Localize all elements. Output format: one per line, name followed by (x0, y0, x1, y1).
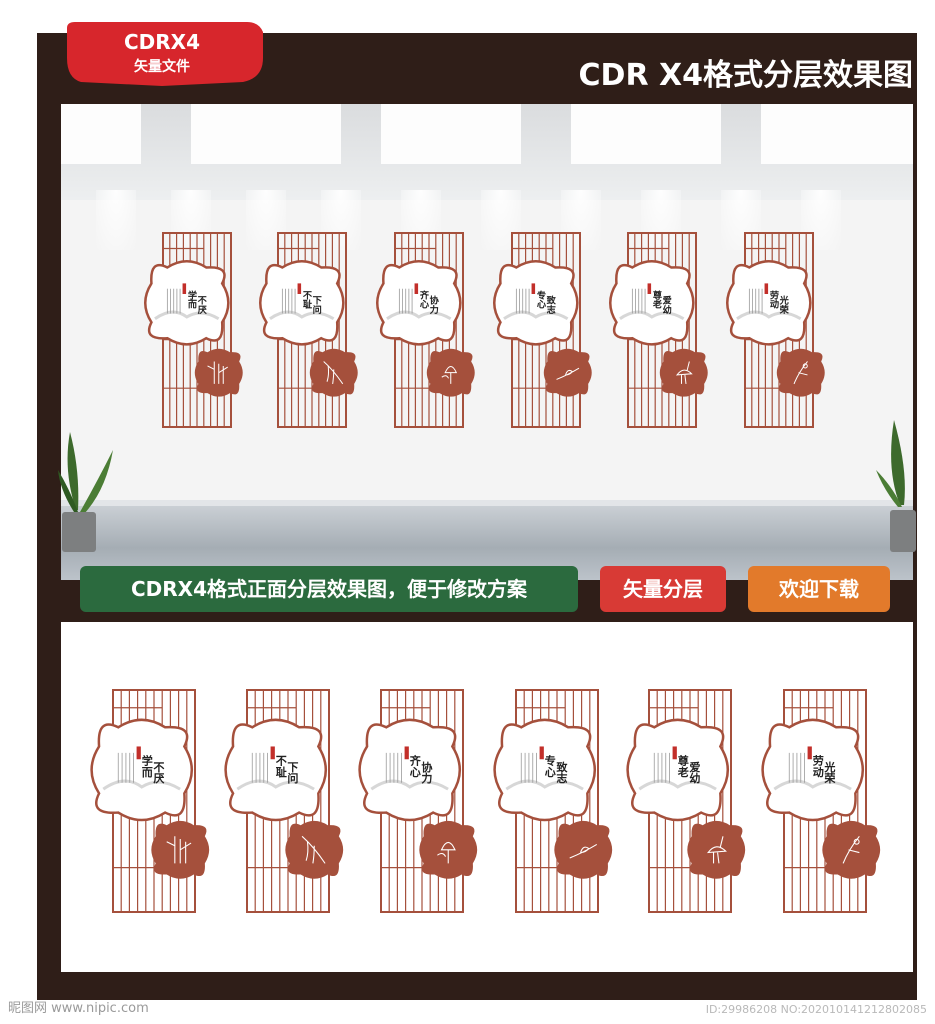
spotlight (401, 190, 441, 250)
ceiling-light (761, 104, 913, 164)
vector-layers-banner: 矢量分层 (600, 566, 726, 612)
spotlight (561, 190, 601, 250)
ceiling-light (381, 104, 521, 164)
scene-render (61, 104, 913, 580)
format-badge (67, 22, 263, 86)
ceiling-light (61, 104, 141, 164)
watermark: 昵图网 www.nipic.com (8, 1001, 149, 1016)
spotlight (321, 190, 361, 250)
header-title: CDR X4格式分层效果图 (578, 58, 913, 93)
watermark-id: ID:29986208 NO:20201014121280208​5 (705, 1003, 927, 1016)
spotlight (246, 190, 286, 250)
floor-edge (61, 500, 913, 506)
spotlight (481, 190, 521, 250)
flat-layout-area (61, 622, 913, 972)
spotlight (721, 190, 761, 250)
ceiling (61, 104, 913, 204)
badge-subtitle: 矢量文件 (134, 59, 190, 75)
spotlight (641, 190, 681, 250)
potted-plant-right (876, 420, 916, 552)
format-badge-text: CDRX4 矢量文件 (57, 22, 267, 86)
main-caption-banner: CDRX4格式正面分层效果图，便于修改方案 (80, 566, 578, 612)
ceiling-light (571, 104, 721, 164)
spotlight (171, 190, 211, 250)
spotlight (96, 190, 136, 250)
ceiling-light (191, 104, 341, 164)
welcome-download-banner: 欢迎下载 (748, 566, 890, 612)
badge-title: CDRX4 (123, 30, 200, 54)
spotlight (801, 190, 841, 250)
potted-plant-left (58, 432, 113, 552)
